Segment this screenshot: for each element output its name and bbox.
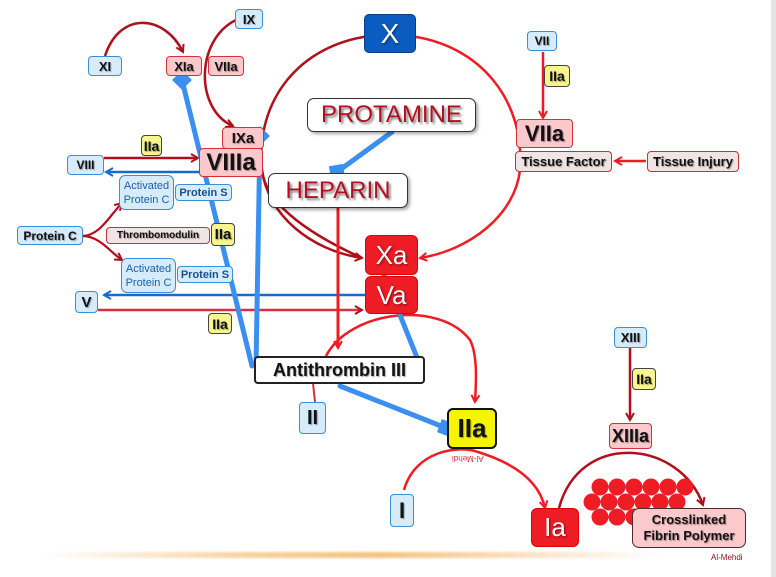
fibrin-ball bbox=[668, 493, 686, 511]
thrombin-cofactor-viii: IIa bbox=[141, 135, 162, 156]
tissue-factor: Tissue Factor bbox=[515, 151, 612, 172]
factor-viiia: VIIIa bbox=[199, 148, 263, 177]
mirrored-watermark: Al-Mehdi bbox=[452, 454, 484, 463]
decorative-baseline bbox=[40, 552, 660, 558]
fibrin-ia: Ia bbox=[531, 508, 579, 547]
window-edge bbox=[771, 0, 776, 577]
factor-x: X bbox=[364, 14, 416, 53]
apc-upper-line1: Activated bbox=[123, 179, 170, 192]
arrow-ix-to-ixa bbox=[203, 18, 237, 126]
fibrin-ball bbox=[659, 478, 677, 496]
prothrombin-ii: II bbox=[299, 402, 326, 434]
fibrin-ball bbox=[651, 493, 669, 511]
arrow-ixa-viiia-to-xa bbox=[260, 169, 363, 260]
factor-viia-left: VIIa bbox=[208, 56, 244, 76]
thrombin-cofactor-v: IIa bbox=[208, 313, 232, 334]
factor-ixa: IXa bbox=[222, 127, 264, 149]
thrombin-iia: IIa bbox=[447, 408, 497, 449]
fibrin-ball bbox=[608, 478, 626, 496]
protein-c: Protein C bbox=[17, 226, 83, 245]
activated-protein-c-lower: Activated Protein C bbox=[121, 258, 176, 293]
protein-s-upper: Protein S bbox=[175, 184, 232, 201]
factor-v: V bbox=[75, 291, 98, 313]
activated-protein-c-upper: Activated Protein C bbox=[119, 175, 174, 210]
factor-viia-right: VIIa bbox=[516, 119, 573, 148]
fibrin-ball bbox=[642, 478, 660, 496]
factor-viii: VIII bbox=[67, 155, 104, 175]
fibrin-ball bbox=[591, 508, 609, 526]
thrombomodulin: Thrombomodulin bbox=[106, 227, 210, 244]
factor-vii: VII bbox=[527, 31, 557, 51]
arrow-i-to-ia bbox=[402, 448, 545, 508]
factor-xa: Xa bbox=[365, 235, 418, 275]
fibrin-ball bbox=[676, 478, 694, 496]
fibrin-ball bbox=[591, 478, 609, 496]
protein-s-lower: Protein S bbox=[177, 266, 233, 283]
heparin: HEPARIN bbox=[268, 173, 408, 208]
crosslinked-fibrin-polymer: Crosslinked Fibrin Polymer bbox=[632, 508, 746, 548]
arrow-x-to-xa-left bbox=[260, 34, 371, 258]
arrow-proteinc-to-apc-lower bbox=[81, 234, 122, 260]
fibrin-polymer-balls bbox=[583, 478, 694, 526]
fibrin-ball bbox=[608, 508, 626, 526]
arrow-x-to-xa-right bbox=[409, 34, 522, 258]
tissue-injury: Tissue Injury bbox=[647, 151, 739, 172]
arrow-xi-to-xia bbox=[103, 21, 183, 57]
line-ii-to-curve bbox=[312, 382, 316, 403]
factor-xiii: XIII bbox=[614, 327, 647, 348]
fibrinogen-i: I bbox=[390, 494, 414, 527]
arrow-xa-va-to-iia bbox=[324, 313, 476, 402]
corner-watermark: Al-Mehdi bbox=[711, 553, 743, 562]
fibrin-line2: Fibrin Polymer bbox=[643, 528, 735, 543]
fibrin-line1: Crosslinked bbox=[651, 512, 727, 527]
factor-xia: XIa bbox=[166, 56, 202, 76]
fibrin-ball bbox=[600, 493, 618, 511]
thrombin-cofactor-xiii: IIa bbox=[632, 368, 656, 390]
inhibit-protamine-to-heparin bbox=[334, 129, 395, 175]
apc-lower-line2: Protein C bbox=[125, 276, 172, 289]
inhibit-at3-to-iia bbox=[337, 383, 449, 431]
factor-ix: IX bbox=[235, 9, 263, 29]
factor-xiiia: XIIIa bbox=[609, 423, 652, 449]
antithrombin-iii: Antithrombin III bbox=[254, 356, 425, 384]
fibrin-ball bbox=[625, 478, 643, 496]
protamine: PROTAMINE bbox=[307, 98, 476, 132]
thrombin-thrombomodulin: IIa bbox=[211, 223, 235, 246]
thrombin-cofactor-vii: IIa bbox=[544, 65, 570, 87]
apc-upper-line2: Protein C bbox=[123, 193, 170, 206]
factor-xi: XI bbox=[88, 56, 122, 76]
fibrin-ball bbox=[634, 493, 652, 511]
fibrin-ball bbox=[617, 493, 635, 511]
factor-va: Va bbox=[365, 276, 418, 314]
apc-lower-line1: Activated bbox=[125, 262, 172, 275]
fibrin-ball bbox=[583, 493, 601, 511]
